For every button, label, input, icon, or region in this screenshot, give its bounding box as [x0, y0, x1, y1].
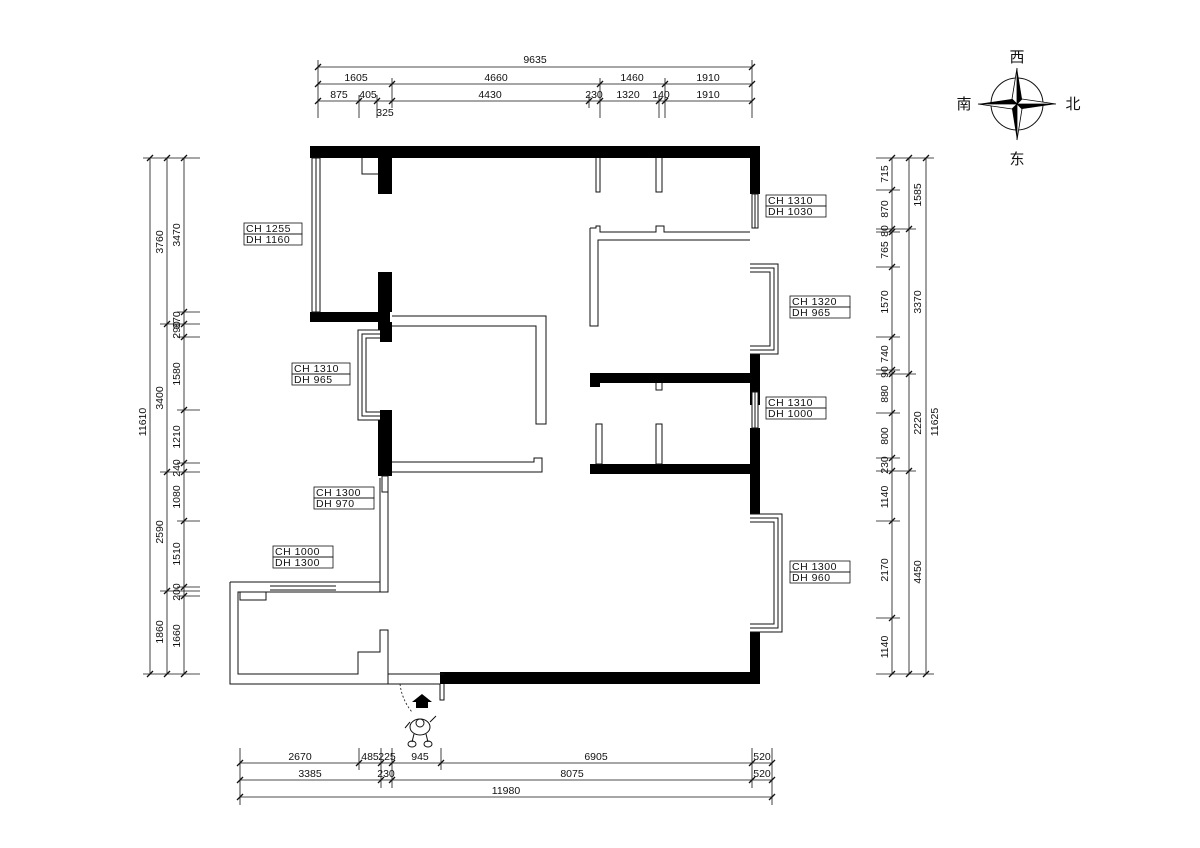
window-dh: DH 1160 — [246, 234, 290, 246]
right-dim: 1140 — [879, 636, 891, 659]
window-ch: CH 1255 — [246, 223, 291, 235]
top-overall-dim: 9635 — [523, 54, 547, 66]
window-dh: DH 960 — [792, 572, 831, 584]
window-label-8: CH 1300 DH 960 — [789, 560, 851, 584]
top-dim: 230 — [585, 89, 603, 101]
bottom-dim: 3385 — [298, 768, 322, 780]
entry-arrow-icon — [399, 683, 432, 713]
right-dim: 880 — [879, 385, 891, 403]
top-dim: 875 — [330, 89, 348, 101]
left-dim: 290 — [171, 321, 183, 339]
right-dim: 740 — [879, 345, 891, 363]
compass-north-label: 北 — [1065, 95, 1080, 113]
right-dim: 715 — [879, 165, 891, 183]
window-label-2: CH 1310 DH 1030 — [765, 194, 827, 218]
window-label-1: CH 1255 DH 1160 — [243, 222, 303, 246]
right-dim: 3370 — [912, 290, 924, 314]
right-dim: 870 — [879, 200, 891, 218]
window-dh: DH 1030 — [768, 206, 813, 218]
bottom-dim: 230 — [377, 768, 395, 780]
left-dim: 2590 — [154, 520, 166, 544]
window-dh: DH 965 — [294, 374, 333, 386]
window-label-5: CH 1310 DH 1000 — [765, 396, 827, 420]
window-label-7: CH 1000 DH 1300 — [272, 545, 334, 569]
bottom-dim: 8075 — [560, 768, 584, 780]
bottom-dim: 225 — [378, 751, 396, 763]
window-ch: CH 1320 — [792, 296, 837, 308]
top-dimension-lines — [314, 60, 756, 118]
right-dimension-lines — [876, 154, 934, 678]
window-ch: CH 1300 — [792, 561, 837, 573]
left-dim: 240 — [171, 459, 183, 477]
right-dim: 80 — [879, 225, 891, 237]
right-dim: 765 — [879, 241, 891, 259]
thin-walls — [229, 157, 750, 701]
top-dim-small: 325 — [376, 107, 394, 119]
left-dim: 1080 — [171, 485, 183, 509]
left-dim: 200 — [171, 583, 183, 601]
top-dim: 405 — [359, 89, 377, 101]
bottom-dim: 945 — [411, 751, 429, 763]
top-dim: 1910 — [696, 89, 720, 101]
right-dim: 1585 — [912, 183, 924, 207]
left-dim: 1210 — [171, 425, 183, 449]
person-icon — [404, 715, 437, 748]
window-ch: CH 1310 — [294, 363, 339, 375]
compass-south-label: 南 — [956, 95, 971, 113]
right-dim: 1570 — [879, 290, 891, 314]
bottom-dim: 520 — [753, 768, 771, 780]
right-dim: 1140 — [879, 486, 891, 509]
right-dim: 2220 — [912, 411, 924, 435]
window-dh: DH 965 — [792, 307, 831, 319]
bottom-dim: 2670 — [288, 751, 312, 763]
right-overall-dim: 11625 — [929, 408, 941, 437]
top-dim: 1910 — [696, 72, 720, 84]
right-dim: 4450 — [912, 560, 924, 584]
window-ch: CH 1300 — [316, 487, 361, 499]
window-ch: CH 1310 — [768, 195, 813, 207]
left-dim: 370 — [171, 311, 183, 329]
window-label-6: CH 1300 DH 970 — [313, 486, 375, 510]
window-label-4: CH 1310 DH 965 — [291, 362, 351, 386]
top-dim: 4660 — [484, 72, 508, 84]
left-dim: 3400 — [154, 386, 166, 410]
left-dim: 1510 — [171, 542, 183, 566]
bottom-overall-dim: 11980 — [492, 785, 521, 797]
bottom-dim: 520 — [753, 751, 771, 763]
left-dim: 1580 — [171, 362, 183, 386]
left-dimension-lines — [143, 154, 200, 678]
window-dh: DH 1000 — [768, 408, 813, 420]
left-dim: 1860 — [154, 620, 166, 644]
window-dh: DH 970 — [316, 498, 355, 510]
windows — [270, 193, 783, 633]
left-dim: 3470 — [171, 223, 183, 247]
right-dim: 90 — [879, 366, 891, 378]
top-dim: 1605 — [344, 72, 368, 84]
right-dim: 2170 — [879, 558, 891, 582]
top-dim: 4430 — [478, 89, 502, 101]
right-dim: 800 — [879, 427, 891, 445]
compass-east-label: 东 — [1009, 150, 1024, 168]
window-ch: CH 1310 — [768, 397, 813, 409]
bottom-dim: 485 — [361, 751, 379, 763]
right-dim: 230 — [879, 456, 891, 474]
top-dim: 1320 — [616, 89, 640, 101]
bottom-dim: 6905 — [584, 751, 608, 763]
left-overall-dim: 11610 — [137, 408, 149, 437]
top-dim: 1460 — [620, 72, 644, 84]
compass-rose-icon — [977, 67, 1057, 141]
top-dim: 140 — [652, 89, 670, 101]
window-ch: CH 1000 — [275, 546, 320, 558]
left-dim: 3760 — [154, 230, 166, 254]
left-dim: 1660 — [171, 624, 183, 648]
bottom-dimension-lines — [236, 748, 776, 805]
walls — [310, 146, 760, 684]
compass-west-label: 西 — [1009, 48, 1024, 66]
window-label-3: CH 1320 DH 965 — [789, 295, 851, 319]
window-dh: DH 1300 — [275, 557, 320, 569]
